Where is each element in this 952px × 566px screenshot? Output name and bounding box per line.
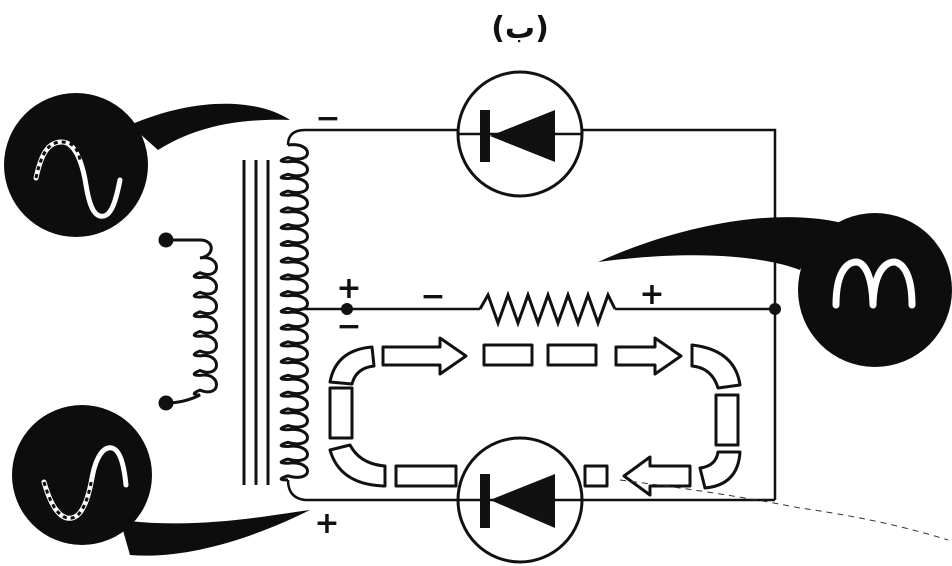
secondary-coil: [279, 143, 309, 482]
sine-wave-icon: [33, 139, 123, 219]
resistor-left-minus-sign: −: [420, 279, 445, 314]
bottom-left-plus-sign: +: [314, 506, 339, 541]
mid-left-minus-sign: −: [336, 309, 361, 344]
right-junction: [769, 303, 781, 315]
resistor-right-plus-sign: +: [639, 277, 664, 312]
center-tap-junction: [341, 303, 353, 315]
stray-line: [619, 479, 949, 541]
mid-left-plus-sign: +: [336, 271, 361, 306]
top-left-scope-bubble: [4, 93, 290, 237]
full-wave-rectified-icon: [832, 258, 916, 309]
load-resistor: [478, 290, 617, 328]
transformer-core: [242, 160, 270, 485]
top-diode: [456, 70, 584, 198]
bottom-left-scope-bubble: [12, 405, 310, 556]
current-flow-arrows: [328, 336, 742, 497]
figure-caption: (ب): [491, 11, 549, 46]
primary-coil: [158, 232, 218, 411]
circuit-wires: [286, 128, 777, 502]
top-left-minus-sign: −: [315, 101, 340, 136]
right-scope-bubble: [598, 213, 952, 367]
bottom-diode: [456, 436, 584, 564]
